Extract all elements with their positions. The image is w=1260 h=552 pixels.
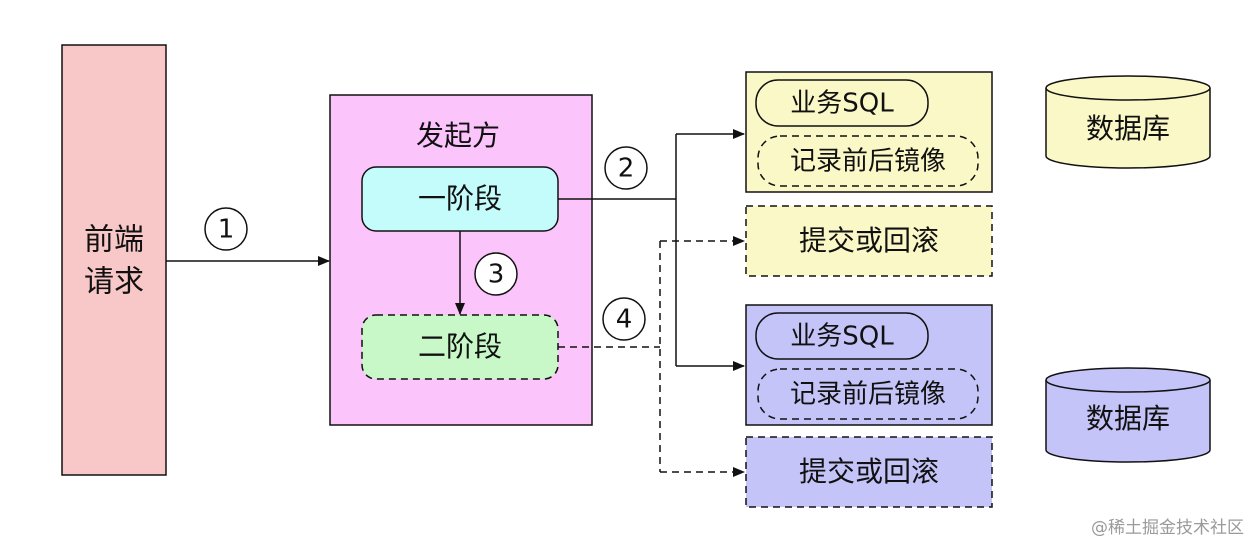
top-business-sql-pill: [755, 79, 929, 127]
top-branch-box: 业务SQL 记录前后镜像: [745, 71, 993, 193]
top-commit-rollback-label: 提交或回滚: [799, 224, 939, 257]
frontend-label-line1: 前端: [84, 223, 144, 258]
bottom-commit-rollback-box: 提交或回滚: [745, 436, 993, 508]
step-3-label: 3: [488, 260, 505, 290]
bottom-record-image-label: 记录前后镜像: [790, 380, 946, 410]
bottom-database-icon: 数据库: [1045, 367, 1211, 463]
phase2-label: 二阶段: [418, 330, 502, 363]
top-commit-rollback-box: 提交或回滚: [745, 205, 993, 277]
bottom-database-label: 数据库: [1086, 402, 1170, 435]
step-4-label: 4: [616, 305, 633, 335]
top-record-image-label: 记录前后镜像: [790, 147, 946, 177]
phase1-label: 一阶段: [418, 182, 502, 215]
bottom-commit-rollback-label: 提交或回滚: [799, 455, 939, 488]
step-3-badge: 3: [474, 252, 518, 296]
frontend-label-line2: 请求: [84, 265, 144, 300]
step-4-badge: 4: [602, 297, 646, 341]
phase2-box: 二阶段: [361, 314, 559, 380]
top-business-sql-label: 业务SQL: [790, 89, 894, 119]
step-2-label: 2: [618, 154, 635, 184]
step-1-label: 1: [218, 215, 235, 245]
bottom-record-image-pill: [757, 368, 979, 420]
bottom-branch-box: 业务SQL 记录前后镜像: [745, 304, 993, 426]
phase1-box: 一阶段: [361, 166, 559, 232]
bottom-business-sql-label: 业务SQL: [790, 322, 894, 352]
step-1-badge: 1: [204, 207, 248, 251]
top-database-icon: 数据库: [1045, 75, 1211, 169]
bottom-business-sql-pill: [755, 312, 929, 360]
top-record-image-pill: [757, 135, 979, 187]
arrow-step2: [558, 129, 745, 371]
top-database-label: 数据库: [1086, 112, 1170, 145]
arrow-step4: [558, 236, 745, 477]
initiator-title: 发起方: [416, 119, 500, 152]
watermark: @稀土掘金技术社区: [1091, 518, 1244, 538]
step-2-badge: 2: [604, 146, 648, 190]
frontend-request-box: 前端 请求: [61, 44, 167, 476]
